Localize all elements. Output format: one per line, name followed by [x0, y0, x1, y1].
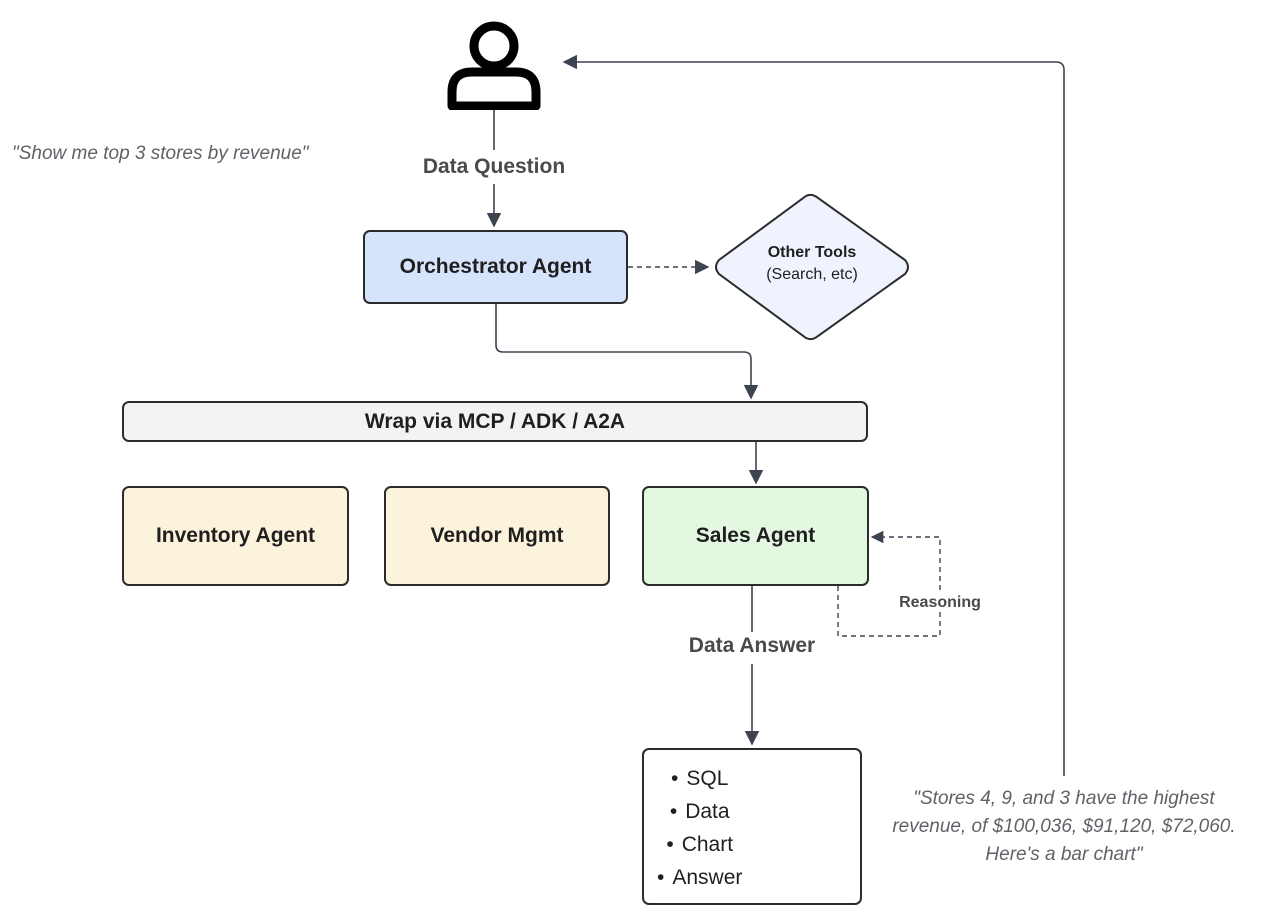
vendor-mgmt-label: Vendor Mgmt — [430, 524, 564, 547]
output-item: Data — [657, 795, 742, 828]
wrap-bar-label: Wrap via MCP / ADK / A2A — [364, 409, 626, 433]
other-tools-subtitle: (Search, etc) — [766, 266, 858, 283]
edge-reasoning-loop — [837, 530, 941, 637]
wrap-bar: Wrap via MCP / ADK / A2A — [122, 401, 868, 442]
inventory-agent-label: Inventory Agent — [155, 524, 316, 547]
inventory-agent-node: Inventory Agent — [122, 486, 349, 586]
edge-answer-to-user — [562, 54, 1065, 776]
sales-agent-node: Sales Agent — [642, 486, 869, 586]
output-item: Answer — [657, 861, 742, 894]
final-answer-line-2: revenue, of $100,036, $91,120, $72,060. — [892, 816, 1236, 837]
data-question-label: Data Question — [380, 155, 608, 179]
other-tools-title: Other Tools — [767, 244, 857, 261]
reasoning-label: Reasoning — [892, 594, 988, 612]
outputs-box: SQL Data Chart Answer — [642, 748, 862, 905]
other-tools-diamond — [715, 193, 909, 341]
output-item: Chart — [657, 828, 742, 861]
data-answer-label: Data Answer — [672, 634, 832, 658]
vendor-mgmt-node: Vendor Mgmt — [384, 486, 610, 586]
output-item: SQL — [657, 762, 742, 795]
orchestrator-agent-label: Orchestrator Agent — [399, 255, 592, 278]
final-answer-line-3: Here's a bar chart" — [985, 844, 1143, 865]
person-icon — [447, 21, 541, 110]
other-tools-label: Other Tools (Search, etc) — [730, 244, 894, 284]
final-answer-line-1: "Stores 4, 9, and 3 have the highest — [913, 788, 1215, 809]
user-query-quote: "Show me top 3 stores by revenue" — [12, 143, 309, 164]
edge-orchestrator-to-wrap — [495, 304, 759, 400]
orchestrator-agent-node: Orchestrator Agent — [363, 230, 628, 304]
sales-agent-label: Sales Agent — [695, 524, 816, 547]
outputs-list: SQL Data Chart Answer — [657, 762, 742, 894]
final-answer-quote: "Stores 4, 9, and 3 have the highest rev… — [866, 785, 1262, 869]
